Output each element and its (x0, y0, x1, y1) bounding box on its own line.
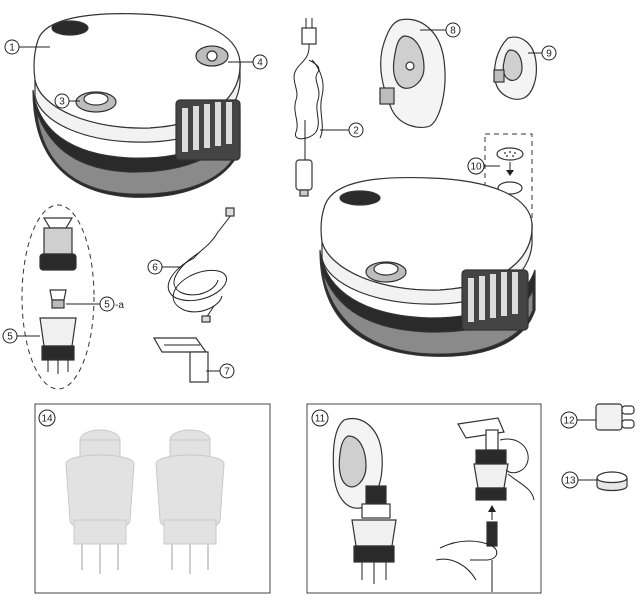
svg-text:6: 6 (152, 263, 158, 274)
mouthpiece-illustration (152, 337, 209, 383)
compressor-unit-illustration (32, 13, 241, 198)
nebulizer-cups-panel (34, 403, 271, 594)
spare-filter-illustration (596, 471, 628, 492)
adult-mask-illustration (379, 18, 446, 129)
compressor-assembled-illustration (319, 176, 536, 357)
svg-text:5: 5 (7, 332, 13, 343)
compressor-grille (175, 99, 241, 161)
svg-text:3: 3 (59, 97, 65, 108)
callout-1: 1 (4, 39, 50, 55)
svg-text:13: 13 (564, 476, 576, 487)
callout-7: 7 (206, 363, 235, 379)
callout-9: 9 (528, 45, 557, 61)
callout-2: 2 (320, 122, 364, 138)
svg-text:8: 8 (450, 26, 456, 37)
callout-5: 5 (2, 328, 40, 344)
callout-14: 14 (38, 409, 56, 427)
svg-text:7: 7 (224, 367, 230, 378)
callout-5a: 5 -a (66, 296, 124, 312)
callout-8: 8 (420, 22, 461, 38)
nebulizer-kit-illustration (21, 204, 95, 390)
callout-6: 6 (147, 259, 182, 275)
svg-text:1: 1 (9, 43, 15, 54)
svg-text:11: 11 (315, 414, 326, 425)
assembly-panel (306, 403, 542, 594)
tubing-connector-illustration (595, 403, 635, 431)
child-mask-illustration (493, 36, 537, 100)
svg-text:2: 2 (353, 126, 359, 137)
callout-10: 10 (467, 157, 500, 175)
air-tubing-illustration (167, 207, 235, 323)
power-cord-illustration (293, 18, 324, 197)
svg-text:-a: -a (115, 300, 124, 311)
callout-13: 13 (561, 471, 597, 489)
callout-11: 11 (311, 409, 329, 427)
svg-text:9: 9 (546, 49, 552, 60)
callout-12: 12 (560, 411, 596, 429)
svg-text:12: 12 (563, 416, 575, 427)
callout-4: 4 (228, 54, 268, 70)
svg-text:5: 5 (104, 300, 110, 311)
svg-text:14: 14 (41, 414, 53, 425)
svg-text:10: 10 (470, 162, 482, 173)
svg-text:4: 4 (257, 58, 263, 69)
callout-3: 3 (54, 93, 80, 109)
